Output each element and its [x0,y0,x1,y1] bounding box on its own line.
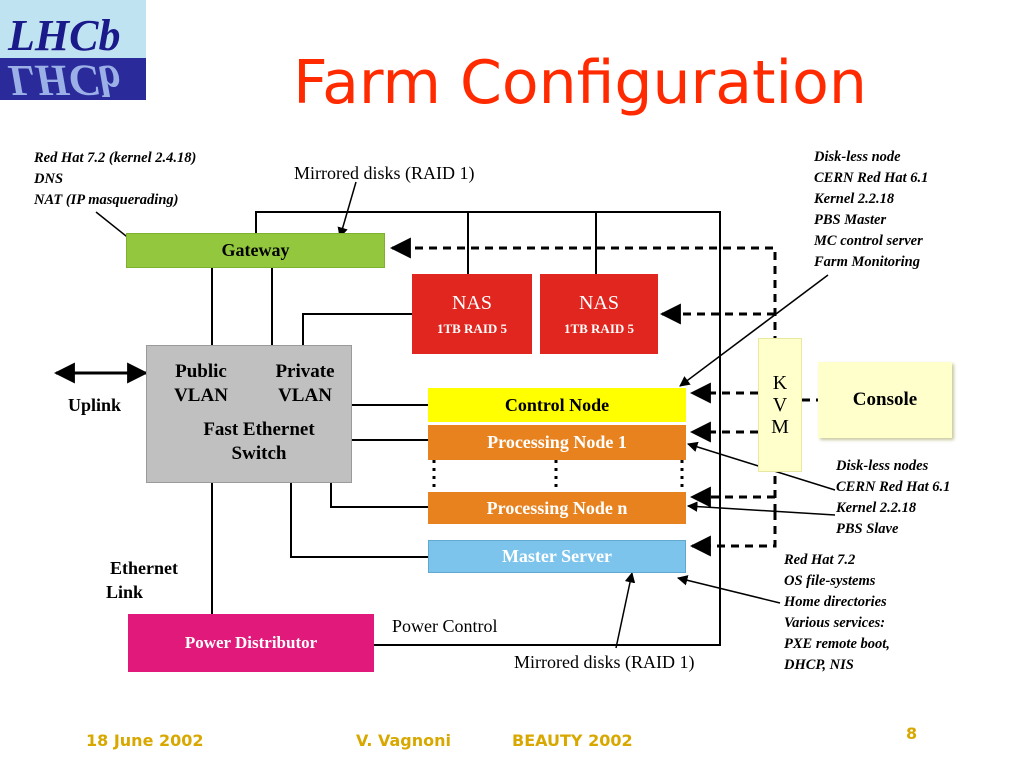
master-note-line: Red Hat 7.2 [784,552,856,568]
master-note-line: Home directories [784,594,887,610]
uplink-label: Uplink [68,395,122,415]
kvm-box: K V M [758,338,802,472]
master-server-note: Red Hat 7.2 OS file-systems Home directo… [784,550,890,676]
control-node-box: Control Node [428,388,686,422]
master-note-line: PXE remote boot, [784,636,890,652]
gateway-note: Red Hat 7.2 (kernel 2.4.18) DNS NAT (IP … [34,148,196,211]
nas-sub-1: 1TB RAID 5 [436,320,508,336]
processing-note-line: CERN Red Hat 6.1 [836,479,951,495]
control-note-line: Disk-less node [814,149,901,165]
power-control-label: Power Control [392,616,498,636]
kvm-letter-m: M [771,416,789,438]
ethernet-link-label: Ethernet Link [106,556,178,604]
control-note-line: Kernel 2.2.18 [814,191,895,207]
processing-node-1-label: Processing Node 1 [487,432,627,452]
processing-node-1-box: Processing Node 1 [428,425,686,460]
mirrored-disks-bottom-label: Mirrored disks (RAID 1) [514,652,695,672]
processing-note-line: Disk-less nodes [836,458,929,474]
logo-text: LHCb [7,11,120,60]
power-distributor-box: Power Distributor [128,614,374,672]
nas-sub-2: 1TB RAID 5 [563,320,635,336]
nas-title-1: NAS [451,291,492,314]
processing-note-line: Kernel 2.2.18 [836,500,917,516]
master-note-line: DHCP, NIS [784,657,854,673]
control-note-line: MC control server [814,233,923,249]
fast-ethernet-switch: Public VLAN Private VLAN Fast Ethernet S… [146,345,352,483]
master-server-label: Master Server [501,546,613,566]
private-vlan-label: Private VLAN [275,361,335,406]
ethernet-link-line-1: Ethernet [110,558,178,578]
master-note-line: Various services: [784,615,886,631]
control-node-note: Disk-less node CERN Red Hat 6.1 Kernel 2… [814,147,928,273]
console-box: Console [818,362,952,438]
gateway-note-line: NAT (IP masquerading) [34,192,179,208]
processing-node-note: Disk-less nodes CERN Red Hat 6.1 Kernel … [836,456,950,540]
footer-date: 18 June 2002 [86,731,204,750]
control-note-line: Farm Monitoring [814,254,920,270]
control-note-line: PBS Master [814,212,887,228]
control-note-line: CERN Red Hat 6.1 [814,170,929,186]
public-vlan-label: Public VLAN [174,361,228,406]
ethernet-link-line-2: Link [106,582,144,602]
power-distributor-label: Power Distributor [184,633,318,652]
footer-author: V. Vagnoni [356,731,451,750]
footer-page-number: 8 [906,724,918,743]
nas-title-2: NAS [578,291,619,314]
kvm-letter-v: V [772,394,788,416]
slide-title: Farm Configuration [293,48,867,118]
kvm-letter-k: K [772,372,788,394]
gateway-note-line: Red Hat 7.2 (kernel 2.4.18) [34,150,197,166]
processing-note-line: PBS Slave [836,521,899,537]
gateway-note-line: DNS [34,171,64,187]
gateway-label: Gateway [221,240,290,260]
switch-name-label: Fast Ethernet Switch [203,419,315,464]
control-node-label: Control Node [504,394,610,415]
mirrored-disks-top-label: Mirrored disks (RAID 1) [294,163,475,183]
footer-event: BEAUTY 2002 [512,731,633,750]
logo-reflection: LHCb [7,56,120,100]
master-note-line: OS file-systems [784,573,876,589]
lhcb-logo: LHCb LHCb [0,0,146,100]
nas-box-1: NAS 1TB RAID 5 [412,274,532,354]
gateway-box: Gateway [126,233,385,268]
nas-box-2: NAS 1TB RAID 5 [540,274,658,354]
master-server-box: Master Server [428,540,686,573]
processing-node-n-box: Processing Node n [428,492,686,524]
console-label: Console [852,389,918,410]
processing-node-n-label: Processing Node n [486,497,628,518]
